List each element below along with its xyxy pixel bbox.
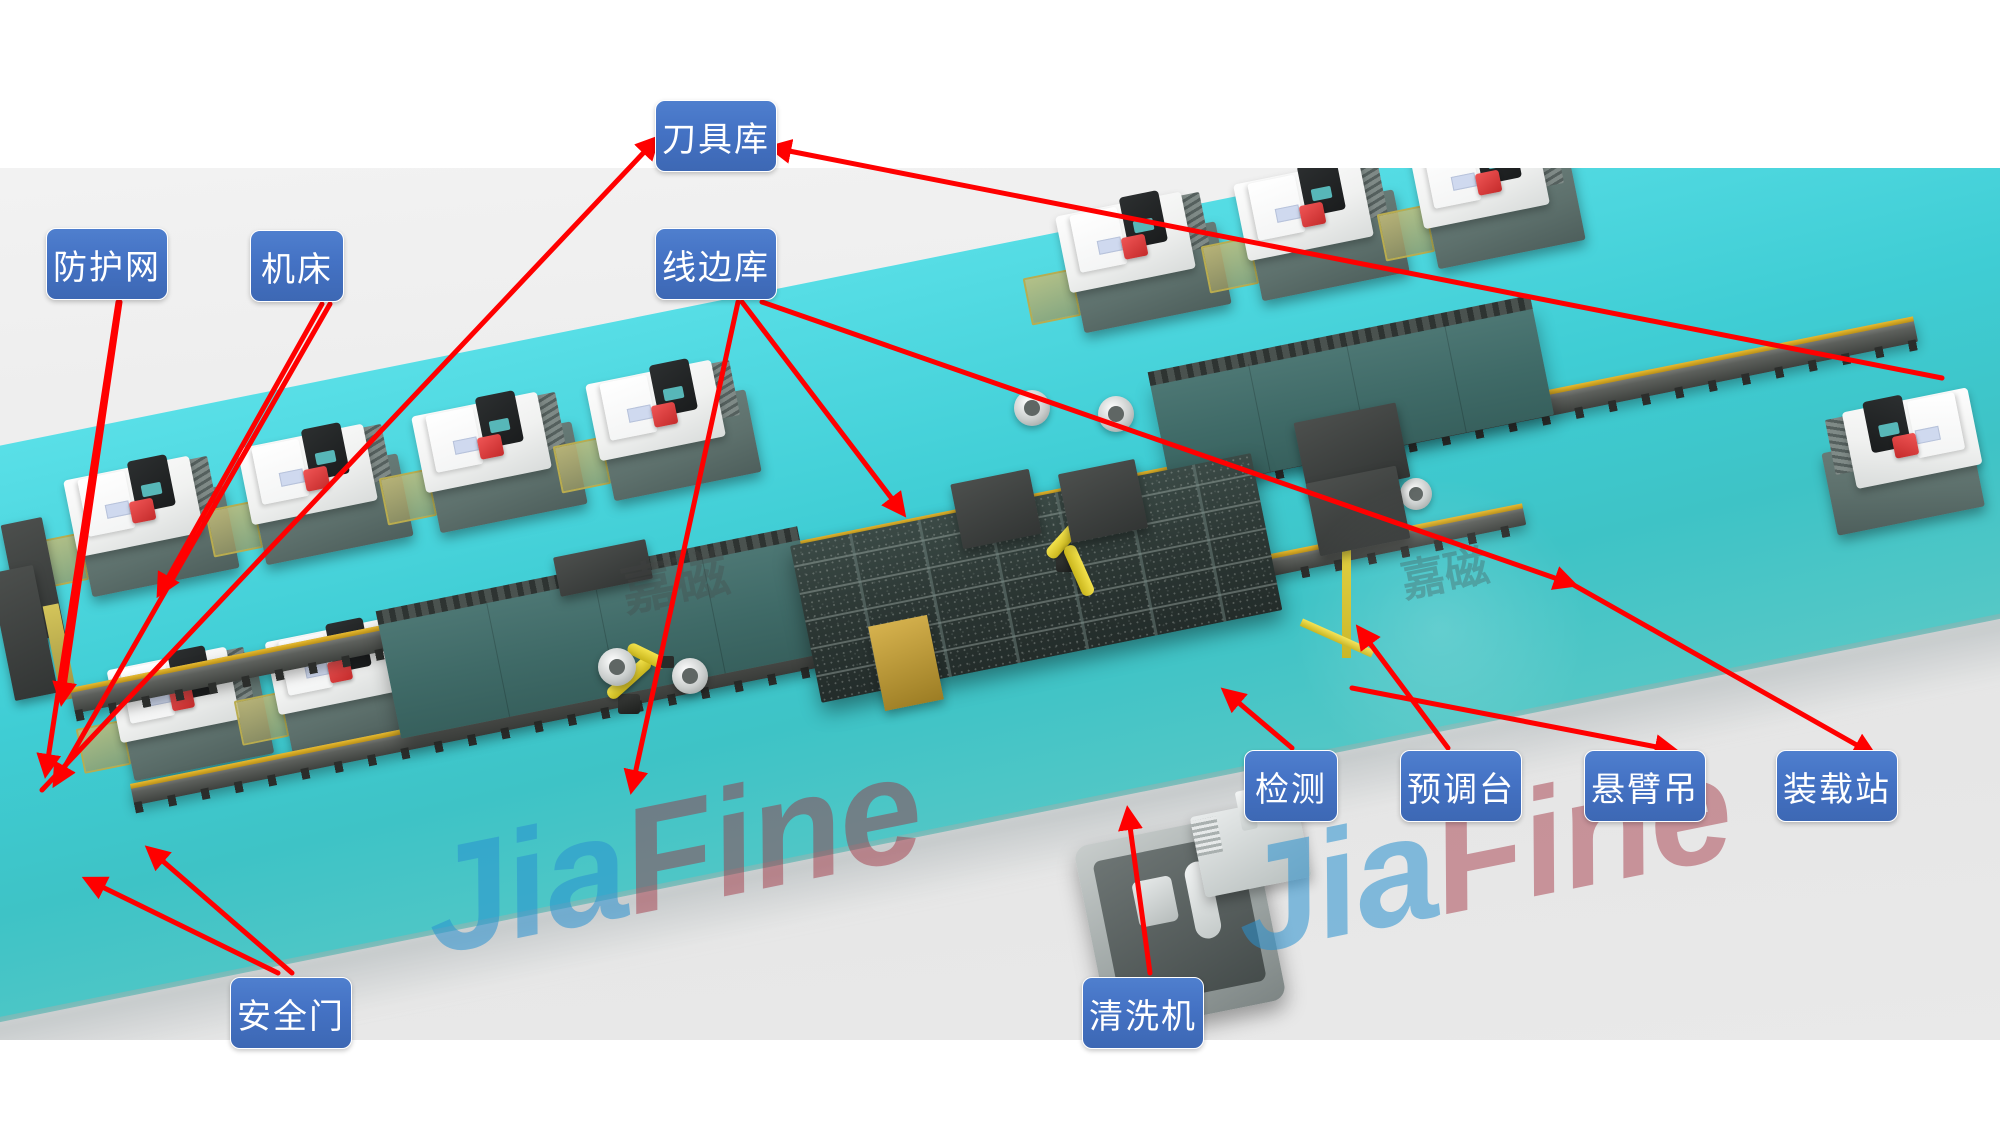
machine-red-unit bbox=[1120, 233, 1149, 260]
machine-red-unit bbox=[650, 401, 679, 428]
label-xuanbidiao[interactable]: 悬臂吊 bbox=[1584, 750, 1706, 822]
label-daojuku[interactable]: 刀具库 bbox=[655, 100, 777, 172]
machine-screen bbox=[1274, 204, 1302, 223]
label-zhuangzaizhan[interactable]: 装载站 bbox=[1776, 750, 1898, 822]
machine-screen bbox=[104, 500, 132, 519]
workpiece-ring bbox=[598, 648, 636, 686]
machine-red-unit bbox=[302, 465, 331, 492]
label-fanghuwang[interactable]: 防护网 bbox=[46, 228, 168, 300]
machine-panel bbox=[77, 470, 136, 537]
label-jichuang[interactable]: 机床 bbox=[250, 230, 344, 302]
machine-screen bbox=[452, 436, 480, 455]
workpiece-ring bbox=[672, 658, 708, 694]
label-jiance[interactable]: 检测 bbox=[1244, 750, 1338, 822]
machine-screen bbox=[1096, 236, 1124, 255]
machine-red-unit bbox=[1891, 432, 1920, 459]
machine-red-unit bbox=[1298, 201, 1327, 228]
machine-red-unit bbox=[476, 433, 505, 460]
label-yutiaotai[interactable]: 预调台 bbox=[1400, 750, 1522, 822]
label-qingxiji[interactable]: 清洗机 bbox=[1082, 977, 1204, 1049]
machine-panel bbox=[599, 374, 658, 441]
label-anquanmen[interactable]: 安全门 bbox=[230, 977, 352, 1049]
machine-panel bbox=[1247, 174, 1306, 241]
machine-screen bbox=[1914, 425, 1941, 445]
robot-arm bbox=[1062, 543, 1096, 598]
machine-screen bbox=[1450, 172, 1478, 191]
machine-panel bbox=[425, 406, 484, 473]
robot-base bbox=[618, 694, 640, 714]
workpiece-ring bbox=[1014, 390, 1050, 426]
machine-panel bbox=[251, 438, 310, 505]
label-xianbianku[interactable]: 线边库 bbox=[655, 228, 777, 300]
machine-screen bbox=[626, 404, 654, 423]
robot-gripper bbox=[660, 656, 674, 668]
machine-panel bbox=[1423, 168, 1482, 209]
workpiece-ring bbox=[1400, 478, 1432, 510]
machine-screen bbox=[278, 468, 306, 487]
machine-red-unit bbox=[128, 497, 157, 524]
machine-panel bbox=[1069, 206, 1128, 273]
workpiece-ring bbox=[1098, 396, 1134, 432]
machine-red-unit bbox=[1474, 169, 1503, 196]
